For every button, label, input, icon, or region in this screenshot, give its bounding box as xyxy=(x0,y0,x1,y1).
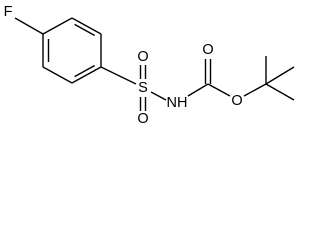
n-c-bond xyxy=(187,83,209,97)
fluorine-atom: F xyxy=(4,4,13,20)
ring-double-bond-inner xyxy=(74,23,96,37)
ring-double-bond-inner xyxy=(74,64,96,78)
benzene-ring xyxy=(42,17,102,84)
c-f-bond xyxy=(14,17,44,35)
carbonyl-oxygen: O xyxy=(202,42,213,58)
sulfonyl-oxygen-top: O xyxy=(137,49,148,65)
c-s-bond xyxy=(100,66,137,85)
tert-butyl-group xyxy=(265,56,295,101)
methyl-bond xyxy=(265,83,295,101)
o-c-bond xyxy=(243,83,267,97)
s-n-bond xyxy=(150,91,167,101)
ring-bond xyxy=(42,66,73,84)
ring-bond xyxy=(71,66,102,84)
sulfonyl-oxygen-bottom: O xyxy=(137,111,148,127)
ring-bond xyxy=(42,17,73,35)
structural-formula: F S O O NH O O xyxy=(4,4,295,127)
amide-nitrogen: NH xyxy=(167,95,188,111)
ester-oxygen: O xyxy=(231,93,242,109)
sulfur-atom: S xyxy=(138,80,148,96)
ring-bond xyxy=(71,17,102,35)
c-o-ester-bond xyxy=(207,83,231,97)
methyl-bond xyxy=(265,66,295,85)
